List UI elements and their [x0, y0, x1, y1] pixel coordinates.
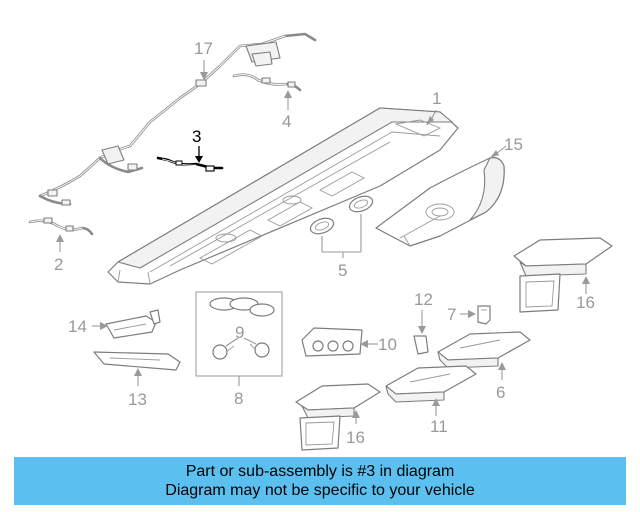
part-12-sensor[interactable]: [413, 335, 429, 355]
callout-14: 14: [68, 317, 87, 336]
part-17-main-harness[interactable]: [38, 32, 317, 206]
part-1-overhead-console[interactable]: [107, 107, 459, 285]
callout-7: 7: [447, 305, 456, 324]
callout-15: 15: [504, 135, 523, 154]
part-6-console[interactable]: [437, 331, 531, 369]
part-7-clip[interactable]: [477, 305, 491, 325]
part-14-lamp[interactable]: [105, 309, 161, 339]
callout-9: 9: [235, 323, 244, 342]
callout-5: 5: [338, 261, 347, 280]
callout-4: 4: [282, 112, 291, 131]
callout-17: 17: [194, 39, 213, 58]
callout-10: 10: [378, 335, 397, 354]
banner-line-part-number: Part or sub-assembly is #3 in diagram: [185, 463, 455, 480]
callout-6: 6: [496, 383, 505, 402]
callout-16-lower: 16: [346, 428, 365, 447]
callout-8: 8: [234, 389, 243, 408]
part-16-monitor-upper[interactable]: [513, 237, 613, 313]
part-4-harness[interactable]: [232, 73, 302, 92]
part-2-harness[interactable]: [28, 217, 94, 236]
part-13-trim[interactable]: [93, 351, 181, 371]
info-banner: Part or sub-assembly is #3 in diagram Di…: [14, 457, 626, 505]
callout-2: 2: [54, 255, 63, 274]
part-16-monitor-lower[interactable]: [295, 383, 381, 451]
part-5-lamps[interactable]: [308, 193, 374, 236]
part-11-console[interactable]: [385, 365, 477, 403]
callout-13: 13: [128, 390, 147, 409]
part-10-switch-panel[interactable]: [301, 327, 363, 357]
part-3-wire-highlighted[interactable]: [156, 156, 224, 172]
leader-lines: [56, 60, 590, 424]
parts-diagram: 1 2 3 4 5 6 7 8 9 10 11 12 13 14 15 16 1…: [28, 32, 613, 451]
callout-3-highlighted: 3: [192, 127, 201, 146]
banner-line-disclaimer: Diagram may not be specific to your vehi…: [165, 482, 475, 499]
callout-11: 11: [430, 417, 448, 436]
part-15-bezel[interactable]: [375, 157, 505, 247]
callouts: 1 2 3 4 5 6 7 8 9 10 11 12 13 14 15 16 1…: [54, 39, 595, 447]
part-8-lamp-kit[interactable]: [195, 291, 283, 377]
callout-16-upper: 16: [576, 293, 595, 312]
callout-12: 12: [414, 290, 433, 309]
callout-1: 1: [432, 89, 441, 108]
